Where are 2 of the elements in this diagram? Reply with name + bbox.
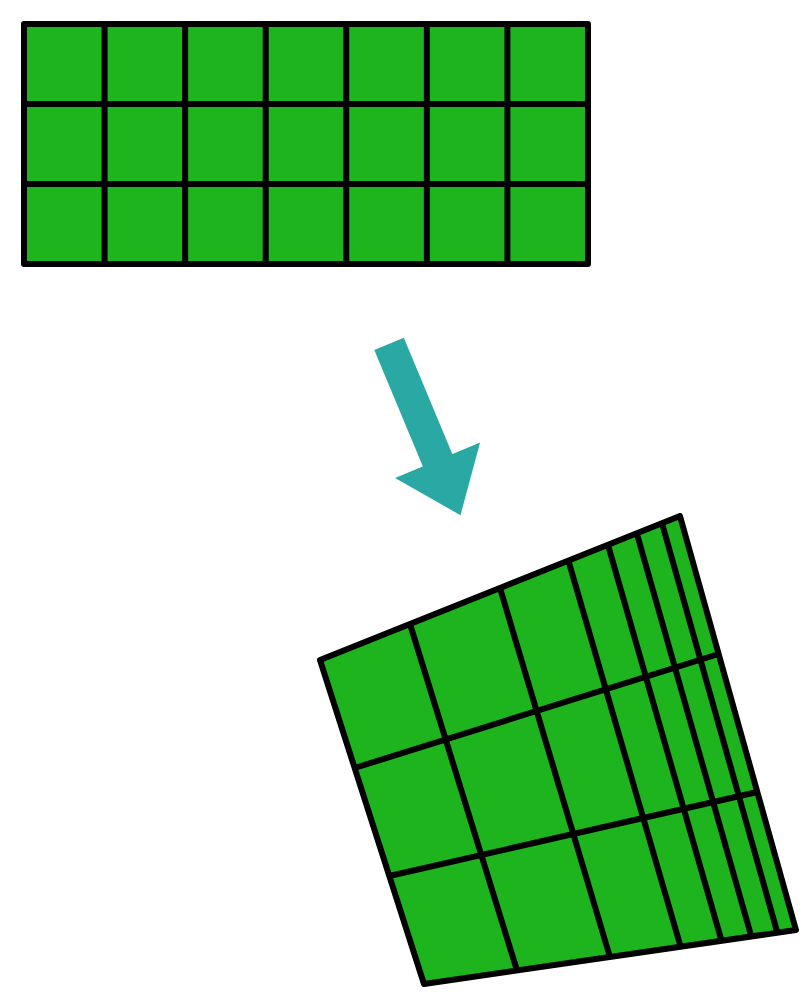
grid-drawing xyxy=(317,513,799,987)
grid-drawing xyxy=(21,21,591,267)
